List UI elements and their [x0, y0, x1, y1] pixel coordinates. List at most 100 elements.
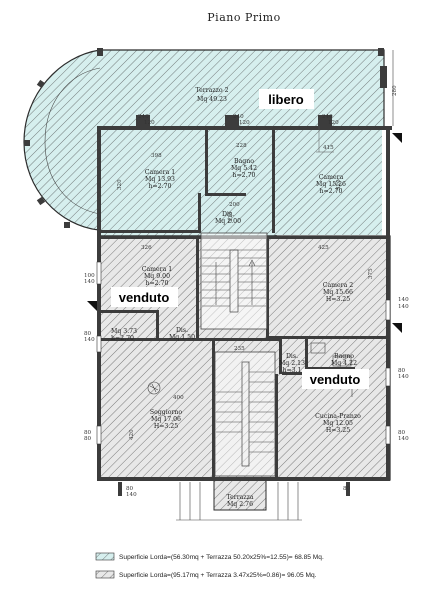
status-sold-right-label: venduto [310, 372, 361, 387]
svg-text:H=3.25: H=3.25 [326, 427, 350, 434]
svg-text:Mq 12.05: Mq 12.05 [323, 420, 353, 427]
svg-text:240: 240 [138, 114, 149, 120]
svg-text:240: 240 [322, 114, 333, 120]
svg-text:80: 80 [398, 368, 406, 374]
svg-text:Bagno: Bagno [334, 353, 354, 360]
svg-text:140: 140 [398, 304, 409, 310]
svg-text:375: 375 [368, 268, 374, 279]
svg-text:Mq 2.76: Mq 2.76 [227, 501, 253, 508]
svg-text:140: 140 [126, 492, 137, 498]
svg-text:80: 80 [84, 436, 92, 442]
svg-text:Cucina-Pranzo: Cucina-Pranzo [315, 413, 361, 420]
svg-text:Mq 17.06: Mq 17.06 [151, 416, 181, 423]
svg-text:H=3.25: H=3.25 [326, 296, 350, 303]
svg-text:Mq 1.50: Mq 1.50 [169, 334, 195, 341]
room-ripostiglio: Mq 3.73 h=2.70 [111, 328, 137, 342]
svg-text:h=2.70: h=2.70 [320, 188, 343, 195]
free-rooms-fill [99, 130, 382, 235]
svg-text:80: 80 [84, 331, 92, 337]
room-terrazzo-2: Terrazzo 2 Mq 49.23 [195, 87, 228, 103]
staircase-upper [200, 232, 268, 330]
svg-text:140: 140 [398, 374, 409, 380]
room-cucina-pranzo: Cucina-Pranzo Mq 12.05 H=3.25 [315, 413, 361, 434]
room-terrazza: Terrazza Mq 2.76 [226, 494, 253, 508]
svg-text:140: 140 [398, 297, 409, 303]
svg-text:120: 120 [328, 120, 339, 126]
svg-text:240: 240 [233, 114, 244, 120]
legend: Superficie Lorda=(56.30mq + Terrazza 50.… [95, 552, 324, 579]
svg-text:80: 80 [343, 486, 351, 492]
room-bagno-top: Bagno Mq 5.42 h=2.70 [231, 158, 257, 179]
svg-text:80: 80 [398, 430, 406, 436]
svg-text:120: 120 [239, 120, 250, 126]
status-free-bg [259, 89, 314, 109]
svg-text:h=2.70: h=2.70 [233, 172, 256, 179]
svg-text:280: 280 [392, 85, 398, 96]
svg-text:Camera 1: Camera 1 [142, 266, 173, 273]
svg-text:h=3.1: h=3.1 [282, 367, 301, 374]
svg-text:Soggiorno: Soggiorno [150, 409, 183, 416]
svg-text:140: 140 [84, 279, 95, 285]
legend-text-sold: Superficie Lorda=(95.17mq + Terrazza 3.4… [119, 572, 317, 579]
svg-text:415: 415 [323, 145, 334, 151]
legend-swatch-free [95, 552, 115, 561]
svg-text:235: 235 [234, 346, 245, 352]
svg-text:Mq 15.26: Mq 15.26 [316, 181, 346, 188]
room-camera-2: Camera 2 Mq 15.66 H=3.25 [323, 282, 354, 303]
svg-text:398: 398 [151, 153, 162, 159]
room-camera-1-top: Camera 1 Mq 13.93 h=2.70 [145, 169, 176, 190]
svg-text:Mq 9.00: Mq 9.00 [144, 273, 170, 280]
svg-text:Bagno: Bagno [234, 158, 254, 165]
svg-text:140: 140 [84, 337, 95, 343]
svg-text:100: 100 [84, 273, 95, 279]
small-terrace-shape [213, 479, 267, 511]
svg-text:h=2.70: h=2.70 [149, 183, 172, 190]
svg-text:Mq 15.66: Mq 15.66 [323, 289, 353, 296]
svg-text:Camera 2: Camera 2 [323, 282, 354, 289]
room-soggiorno: Soggiorno Mq 17.06 H=3.25 [150, 409, 183, 430]
svg-text:425: 425 [318, 245, 329, 251]
status-free-label: libero [268, 92, 303, 107]
svg-text:320: 320 [117, 179, 123, 190]
svg-text:Terrazzo 2: Terrazzo 2 [195, 87, 228, 94]
room-camera-top: Camera Mq 15.26 h=2.70 [316, 174, 346, 195]
status-sold-right-bg [302, 369, 369, 389]
svg-text:120: 120 [144, 120, 155, 126]
svg-text:210: 210 [228, 211, 234, 222]
room-camera-1-mid: Camera 1 Mq 9.00 h=2.70 [142, 266, 173, 287]
room-dis-mid: Dis. Mq 1.50 [169, 327, 195, 341]
legend-item-sold: Superficie Lorda=(95.17mq + Terrazza 3.4… [95, 570, 317, 579]
svg-text:H=3.25: H=3.25 [154, 423, 178, 430]
svg-text:Mq 5.42: Mq 5.42 [231, 165, 257, 172]
legend-swatch-sold [95, 570, 115, 579]
status-sold-left-bg [111, 287, 178, 307]
svg-text:Mq 49.23: Mq 49.23 [197, 96, 227, 103]
svg-text:Dis.: Dis. [176, 327, 188, 334]
svg-text:Dis.: Dis. [222, 211, 234, 218]
svg-text:80: 80 [84, 430, 92, 436]
dimension-labels: 240 120 240 120 240 120 280 398 228 415 … [84, 85, 409, 498]
svg-text:h=2.70: h=2.70 [111, 335, 134, 342]
svg-text:400: 400 [173, 395, 184, 401]
legend-item-free: Superficie Lorda=(56.30mq + Terrazza 50.… [95, 552, 324, 561]
entrance-columns [118, 482, 350, 521]
plan-title: Piano Primo [207, 11, 280, 24]
svg-text:200: 200 [229, 202, 240, 208]
staircase-lower [214, 351, 276, 477]
svg-text:Mq 3.73: Mq 3.73 [111, 328, 137, 335]
svg-text:Camera 1: Camera 1 [145, 169, 176, 176]
svg-text:320: 320 [336, 179, 342, 190]
svg-text:Dis.: Dis. [286, 353, 298, 360]
walls [24, 48, 402, 481]
svg-text:228: 228 [236, 143, 247, 149]
room-dis-right: Dis. Mq 2.13 h=3.1 [279, 353, 305, 374]
legend-text-free: Superficie Lorda=(56.30mq + Terrazza 50.… [119, 554, 324, 561]
svg-text:Mq 2.00: Mq 2.00 [215, 218, 241, 225]
svg-text:140: 140 [398, 436, 409, 442]
svg-text:Mq 2.13: Mq 2.13 [279, 360, 305, 367]
room-bagno-right: Bagno Mq 4.22 [331, 353, 357, 367]
svg-text:80: 80 [126, 486, 134, 492]
svg-text:h=2.70: h=2.70 [146, 280, 169, 287]
